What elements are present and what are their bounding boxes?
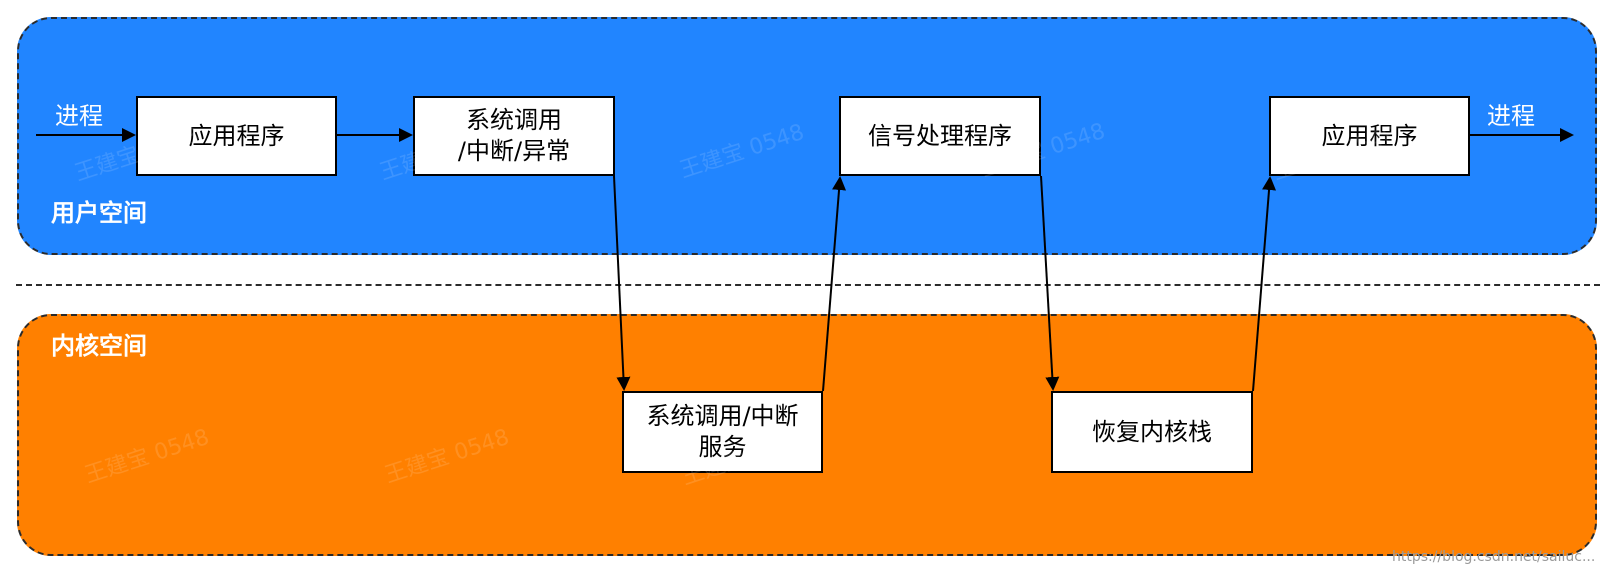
- space-divider: [16, 284, 1600, 286]
- syscall-service-node: 系统调用/中断 服务: [622, 391, 823, 473]
- syscall-label-line-2: /中断/异常: [457, 137, 571, 165]
- end-process-label: 进程: [1487, 102, 1535, 130]
- app-start-node: 应用程序: [136, 96, 337, 176]
- arrow-syscall-to-service: [613, 175, 631, 391]
- syscall-service-label-line-1: 系统调用/中断: [646, 402, 799, 431]
- restore-stack-node: 恢复内核栈: [1051, 391, 1253, 473]
- arrow-signal-to-restore: [1040, 175, 1060, 391]
- kernel-space-label: 内核空间: [51, 332, 147, 360]
- app-start-label: 应用程序: [188, 121, 285, 150]
- user-space-label: 用户空间: [51, 199, 147, 227]
- arrow-service-to-signal: [822, 176, 847, 392]
- syscall-service-label-line-2: 服务: [698, 433, 747, 461]
- syscall-label-line-1: 系统调用: [466, 106, 562, 135]
- restore-stack-label: 恢复内核栈: [1092, 417, 1212, 446]
- app-end-label: 应用程序: [1321, 121, 1418, 150]
- app-end-node: 应用程序: [1269, 96, 1470, 176]
- footer-url: https://blog.csdn.net/sailuc...: [1392, 549, 1596, 565]
- signal-handler-node: 信号处理程序: [839, 96, 1041, 176]
- syscall-node: 系统调用 /中断/异常: [413, 96, 615, 176]
- signal-handler-label: 信号处理程序: [868, 121, 1012, 150]
- arrow-restore-to-app: [1252, 176, 1277, 392]
- start-process-label: 进程: [55, 102, 103, 130]
